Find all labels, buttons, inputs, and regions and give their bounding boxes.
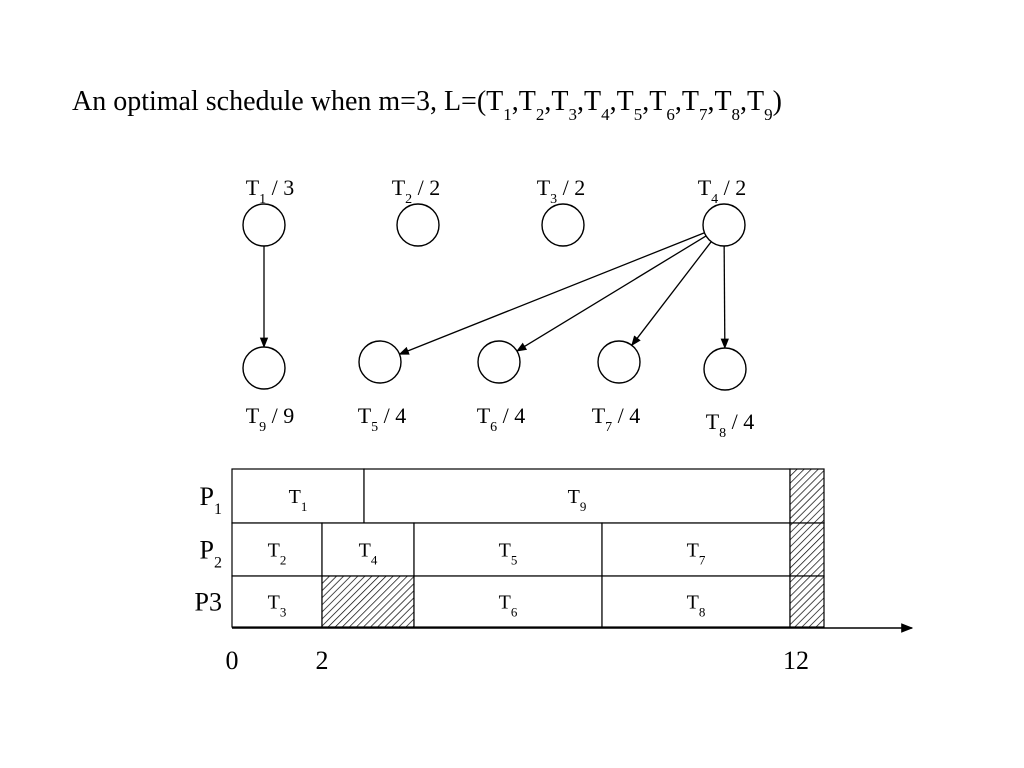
task-node-t3: T3 / 2 (537, 175, 586, 247)
node-circle (703, 347, 747, 391)
task-node-t2: T2 / 2 (392, 175, 441, 247)
gantt-block-t3: T3 (231, 575, 323, 628)
gantt-block-t1: T1 (231, 468, 365, 524)
block-label: T9 (568, 486, 587, 514)
block-label: T3 (268, 592, 287, 620)
task-node-label: T3 / 2 (537, 175, 586, 207)
task-node-t1: T1 / 3 (242, 175, 295, 247)
dependency-edges (259, 232, 729, 355)
task-node-t8: T8 / 4 (703, 347, 755, 441)
axis-tick-label: 2 (316, 646, 329, 675)
node-circle (396, 203, 440, 247)
block-label: T2 (268, 540, 287, 568)
idle-slot (321, 575, 415, 628)
task-node-label: T2 / 2 (392, 175, 441, 207)
block-label: T4 (359, 540, 378, 568)
node-circle (358, 340, 402, 384)
edge-t4-t5 (398, 232, 705, 355)
node-circle (242, 346, 286, 390)
task-graph: T1 / 3 T2 / 2 T3 / 2 T4 / 2 T9 / 9 T5 / 4 T6 /… (242, 175, 755, 441)
block-rect (413, 522, 603, 577)
block-label: T8 (687, 592, 706, 620)
task-node-label: T7 / 4 (592, 403, 641, 435)
block-label: T7 (687, 540, 706, 568)
axis-tick-label: 0 (226, 646, 239, 675)
idle-rect (789, 522, 825, 577)
task-node-t6: T6 / 4 (477, 340, 526, 435)
block-rect (321, 575, 415, 628)
idle-rect (789, 575, 825, 628)
task-node-label: T9 / 9 (246, 403, 295, 435)
node-circle (541, 203, 585, 247)
gantt-block-t9: T9 (363, 468, 791, 524)
block-label: T1 (289, 486, 308, 514)
block-rect (231, 575, 323, 628)
gantt-block-t5: T5 (413, 522, 603, 577)
node-circle (597, 340, 641, 384)
edge-t4-t6 (516, 235, 707, 352)
axis-tick-label: 12 (783, 646, 809, 675)
gantt-block-t2: T2 (231, 522, 323, 577)
block-rect (413, 575, 603, 628)
task-node-t5: T5 / 4 (358, 340, 407, 435)
page-title: An optimal schedule when m=3, L=(T1,T2,T… (72, 86, 782, 124)
task-node-label: T4 / 2 (698, 175, 747, 207)
node-circle (477, 340, 521, 384)
task-node-label: T5 / 4 (358, 403, 407, 435)
idle-slot-tail (789, 468, 825, 628)
block-label: T5 (499, 540, 518, 568)
page-title-text: An optimal schedule when m=3, L=(T1,T2,T… (72, 86, 782, 124)
task-node-t7: T7 / 4 (592, 340, 641, 435)
block-rect (231, 468, 365, 524)
task-node-t4: T4 / 2 (698, 175, 747, 247)
node-circle (242, 203, 286, 247)
edge-t4-t8 (720, 245, 729, 350)
idle-rect (789, 468, 825, 524)
task-node-label: T8 / 4 (706, 409, 755, 441)
task-node-label: T6 / 4 (477, 403, 526, 435)
gantt-block-t8: T8 (601, 575, 791, 628)
task-node-t9: T9 / 9 (242, 346, 295, 435)
processor-label-1: P1 (200, 482, 222, 518)
gantt-block-t4: T4 (321, 522, 415, 577)
block-label: T6 (499, 592, 518, 620)
gantt-block-t6: T6 (413, 575, 603, 628)
processor-label-2: P2 (200, 536, 222, 572)
processor-label-3: P3 (195, 588, 222, 617)
task-node-label: T1 / 3 (246, 175, 295, 207)
gantt-block-t7: T7 (601, 522, 791, 577)
edge-t4-t7 (631, 241, 712, 347)
node-circle (702, 203, 746, 247)
